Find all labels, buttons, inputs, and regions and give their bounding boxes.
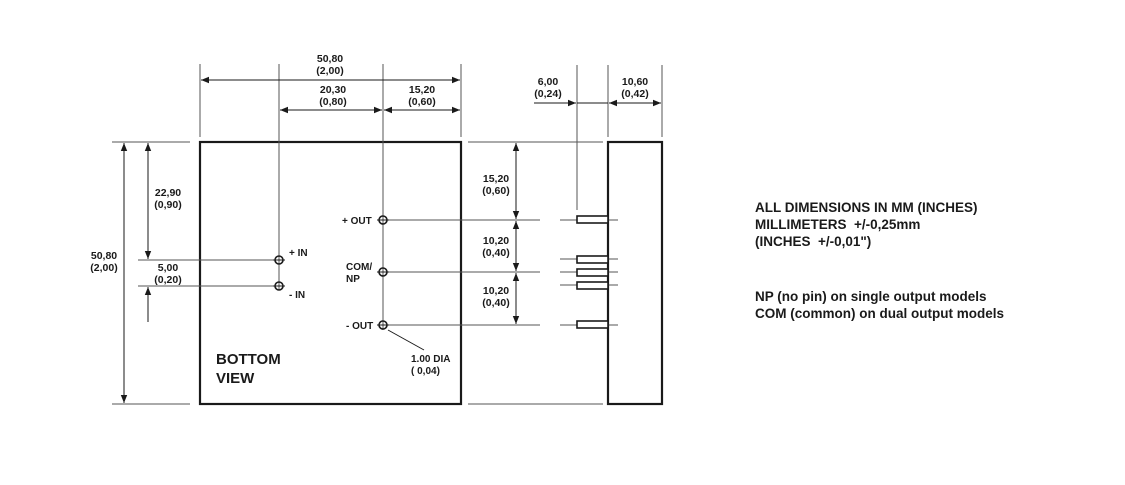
dim-label: (0,40) bbox=[482, 247, 509, 259]
pin-com bbox=[377, 267, 389, 277]
note-units: ALL DIMENSIONS IN MM (INCHES) bbox=[755, 200, 978, 215]
pin-label-com: COM/ bbox=[346, 262, 372, 273]
dim-label: ( 0,04) bbox=[411, 366, 440, 377]
dim-label: (0,80) bbox=[319, 96, 346, 108]
side-pin bbox=[560, 320, 618, 329]
pin-label-plus-out: + OUT bbox=[342, 216, 372, 227]
dim-label: (0,42) bbox=[621, 88, 648, 100]
dim-label: (2,00) bbox=[90, 262, 117, 274]
pin-minus-out bbox=[377, 320, 389, 330]
dim-label: 50,80 bbox=[317, 53, 343, 65]
dim-label: 22,90 bbox=[155, 187, 181, 199]
pin-label-plus-in: + IN bbox=[289, 248, 308, 259]
dim-label: (0,60) bbox=[408, 96, 435, 108]
dim-label: 15,20 bbox=[483, 173, 509, 185]
dim-label: 10,20 bbox=[483, 285, 509, 297]
dim-label: 5,00 bbox=[158, 262, 179, 274]
pin-plus-in bbox=[273, 255, 285, 265]
pin-label-minus-in: - IN bbox=[289, 290, 305, 301]
note-np: NP (no pin) on single output models bbox=[755, 289, 987, 304]
pin-plus-out bbox=[377, 215, 389, 225]
note-tolerance-mm: MILLIMETERS +/-0,25mm bbox=[755, 217, 921, 232]
dim-label: 15,20 bbox=[409, 84, 435, 96]
side-pin bbox=[560, 255, 618, 264]
pin-minus-in bbox=[273, 281, 285, 291]
dim-label: 10,20 bbox=[483, 235, 509, 247]
side-pin bbox=[560, 281, 618, 290]
dim-label: (0,90) bbox=[154, 199, 181, 211]
dim-label: 20,30 bbox=[320, 84, 346, 96]
dim-label: 10,60 bbox=[622, 76, 648, 88]
dia-leader bbox=[387, 329, 425, 351]
pin-label-minus-out: - OUT bbox=[346, 321, 373, 332]
dim-label: (0,40) bbox=[482, 297, 509, 309]
pin-label-np: NP bbox=[346, 274, 360, 285]
module-body-bottom-view bbox=[198, 140, 463, 406]
module-body-side-view bbox=[606, 140, 664, 406]
dim-label: (0,20) bbox=[154, 274, 181, 286]
view-label: VIEW bbox=[216, 370, 255, 387]
note-com: COM (common) on dual output models bbox=[755, 306, 1004, 321]
side-pin bbox=[560, 215, 618, 224]
dim-label: 6,00 bbox=[538, 76, 559, 88]
side-pin bbox=[560, 268, 618, 277]
view-label: BOTTOM bbox=[216, 351, 281, 368]
dim-label: 1.00 DIA bbox=[411, 354, 450, 365]
dim-label: (2,00) bbox=[316, 65, 343, 77]
dim-label: (0,24) bbox=[534, 88, 561, 100]
dim-label: (0,60) bbox=[482, 185, 509, 197]
note-tolerance-in: (INCHES +/-0,01") bbox=[755, 234, 872, 249]
dim-label: 50,80 bbox=[91, 250, 117, 262]
